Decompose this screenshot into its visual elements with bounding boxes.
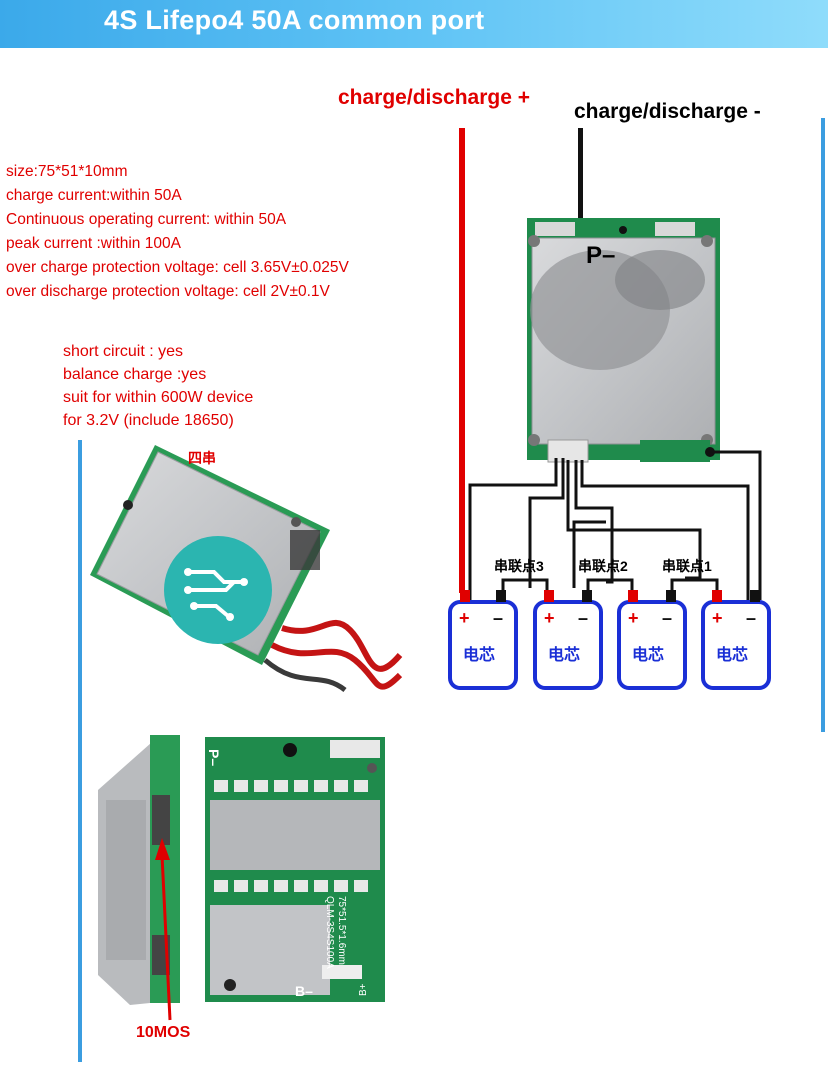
spec-size: size:75*51*10mm: [6, 163, 128, 180]
front-b-minus: B–: [295, 983, 313, 999]
left-accent-line: [78, 440, 82, 1062]
svg-text:电芯: 电芯: [716, 645, 748, 664]
spec-overcharge-voltage: over charge protection voltage: cell 3.6…: [6, 259, 349, 276]
spec-list: size:75*51*10mm charge current:within 50…: [6, 160, 349, 304]
balance-wires: [468, 450, 762, 600]
feature-device-power: suit for within 600W device: [63, 389, 254, 406]
cell-1: + – 电芯: [448, 590, 518, 690]
series-point-2: 串联点2: [578, 558, 628, 574]
spec-charge-current: charge current:within 50A: [6, 187, 182, 204]
bms-board-front-photo: P– B– B+ 75*51.5*1.6mm QLM-3S4S100A: [205, 737, 385, 1002]
right-accent-line: [821, 118, 825, 732]
mos-arrow: [155, 838, 172, 1021]
cell-3: + – 电芯: [617, 590, 687, 690]
positive-wire: [459, 128, 465, 593]
front-size-print: 75*51.5*1.6mm: [336, 896, 347, 965]
bms-board-angled-photo: 四串: [90, 445, 403, 693]
svg-text:–: –: [746, 608, 756, 628]
front-b-plus: B+: [358, 983, 369, 996]
svg-text:电芯: 电芯: [463, 645, 495, 664]
chuan-label: 四串: [188, 450, 216, 467]
page-title: 4S Lifepo4 50A common port: [104, 5, 485, 35]
series-point-1: 串联点1: [662, 558, 712, 574]
board-p-minus-label: P–: [586, 242, 615, 269]
svg-text:+: +: [712, 608, 723, 628]
feature-list: short circuit : yes balance charge :yes …: [63, 340, 253, 432]
feature-balance-charge: balance charge :yes: [63, 366, 207, 383]
series-point-3: 串联点3: [494, 558, 544, 574]
feature-cell-voltage: for 3.2V (include 18650): [63, 412, 234, 429]
negative-wire: [578, 128, 583, 228]
svg-text:–: –: [662, 608, 672, 628]
spec-continuous-current: Continuous operating current: within 50A: [6, 211, 287, 228]
front-model-print: QLM-3S4S100A: [324, 896, 335, 969]
bms-board-side-photo: [98, 735, 180, 1005]
svg-text:+: +: [544, 608, 555, 628]
svg-text:–: –: [493, 608, 503, 628]
svg-text:电芯: 电芯: [632, 645, 664, 664]
positive-wire-label: charge/discharge +: [338, 86, 531, 109]
spec-peak-current: peak current :within 100A: [6, 235, 181, 252]
svg-text:+: +: [628, 608, 639, 628]
cell-2: + – 电芯: [533, 590, 603, 690]
svg-text:–: –: [578, 608, 588, 628]
negative-wire-label: charge/discharge -: [574, 100, 761, 123]
front-p-minus: P–: [206, 749, 222, 766]
feature-short-circuit: short circuit : yes: [63, 343, 184, 360]
bms-board-top-view: P–: [527, 218, 720, 463]
svg-text:+: +: [459, 608, 470, 628]
svg-text:电芯: 电芯: [548, 645, 580, 664]
cell-4: + – 电芯: [701, 590, 771, 690]
spec-overdischarge-voltage: over discharge protection voltage: cell …: [6, 283, 330, 300]
title-banner: 4S Lifepo4 50A common port: [0, 0, 828, 48]
mos-label: 10MOS: [136, 1024, 191, 1041]
